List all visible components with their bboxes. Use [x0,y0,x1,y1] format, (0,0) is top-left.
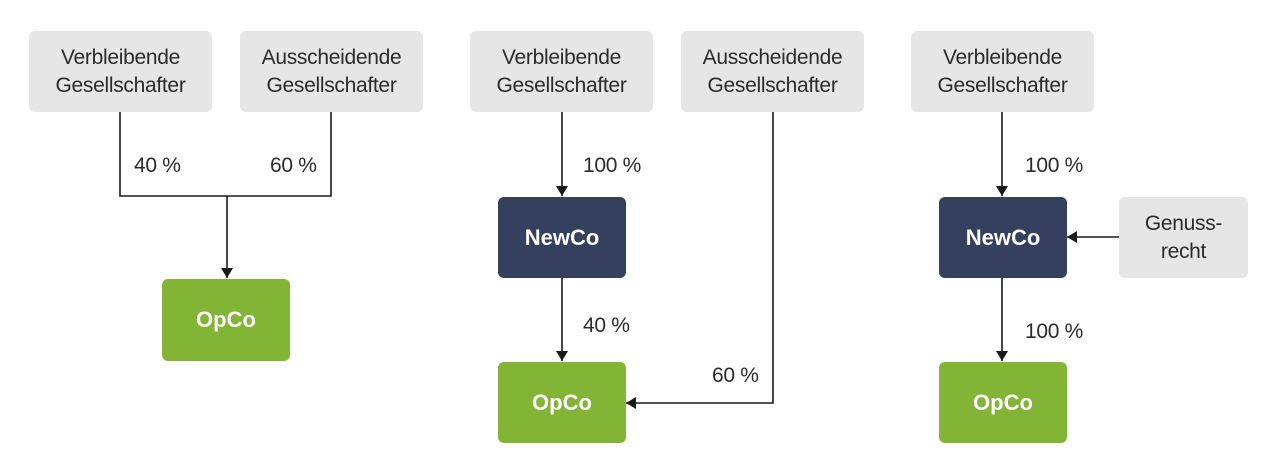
d3-genussrecht-line2: recht [1160,239,1207,263]
d2-arrow-leaving-to-opco [626,112,774,409]
d2-remaining-shareholders-box: Verbleibende Gesellschafter [470,31,653,112]
d1-leaving-line2: Gesellschafter [266,73,397,97]
d1-remaining-connector [119,112,227,197]
d1-pct-remaining: 40 % [134,154,181,177]
d1-pct-leaving: 60 % [270,154,317,177]
d3-opco-box: OpCo [939,362,1067,443]
d2-pct-to-newco: 100 % [583,154,642,177]
d3-remaining-line2: Gesellschafter [937,73,1068,97]
d1-opco-label: OpCo [196,307,256,332]
d1-remaining-shareholders-box: Verbleibende Gesellschafter [29,31,212,112]
d3-genussrecht-line1: Genuss- [1144,211,1223,235]
d2-opco-box: OpCo [498,362,626,443]
d3-newco-label: NewCo [965,224,1041,250]
d3-genussrecht-box: Genuss- recht [1119,197,1248,278]
d2-leaving-line1: Ausscheidende [702,45,843,69]
d3-remaining-shareholders-box: Verbleibende Gesellschafter [911,31,1094,112]
d3-opco-label: OpCo [973,389,1033,415]
d2-opco-label: OpCo [532,389,592,415]
d2-pct-leaving-to-opco: 60 % [712,364,759,387]
d1-leaving-connector [227,112,332,197]
d2-newco-label: NewCo [524,224,600,250]
d2-newco-box: NewCo [498,197,626,278]
d1-leaving-line1: Ausscheidende [261,45,402,69]
d1-remaining-line2: Gesellschafter [55,73,186,97]
d1-leaving-shareholders-box: Ausscheidende Gesellschafter [240,31,423,112]
d2-pct-newco-to-opco: 40 % [583,314,630,337]
d2-remaining-line1: Verbleibende [501,45,621,69]
d3-pct-newco-to-opco: 100 % [1025,320,1084,343]
d3-pct-to-newco: 100 % [1025,154,1084,177]
d2-remaining-line2: Gesellschafter [496,73,627,97]
d1-remaining-line1: Verbleibende [60,45,180,69]
d3-remaining-line1: Verbleibende [942,45,1062,69]
d2-leaving-shareholders-box: Ausscheidende Gesellschafter [681,31,864,112]
d2-leaving-line2: Gesellschafter [707,73,838,97]
d3-newco-box: NewCo [939,197,1067,278]
d1-opco-box: OpCo [162,279,290,361]
